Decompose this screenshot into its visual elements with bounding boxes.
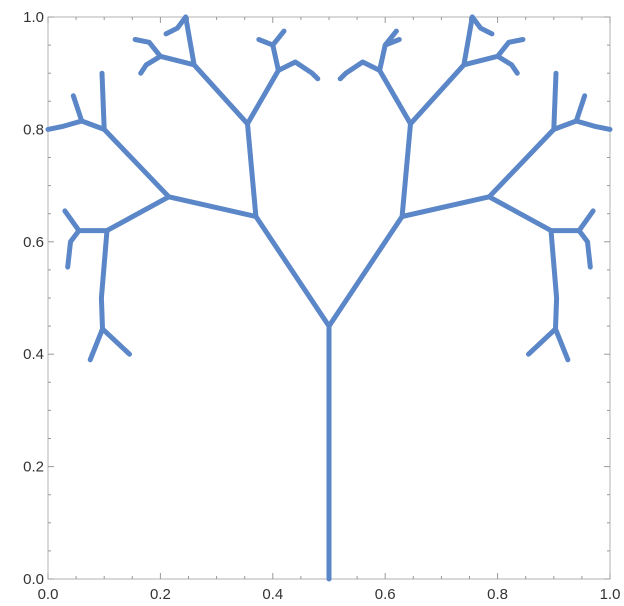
x-tick-label: 0.2 [150,586,171,603]
x-axis: 0.0 0.2 0.4 0.6 0.8 1.0 [38,17,621,603]
branch-line [65,228,110,270]
branch-line [461,53,520,76]
y-tick-label: 1.0 [23,9,44,26]
branch-line [553,326,571,363]
branch-line [275,59,321,82]
branch-line [245,37,281,127]
tree-branches [45,14,613,582]
branch-line [326,14,475,329]
branch-line [551,118,613,132]
branch-line [45,118,107,132]
branch-line [163,14,189,37]
x-tick-label: 0.4 [262,586,283,603]
x-tick-label: 0.8 [487,586,508,603]
branch-line [132,37,163,59]
branch-line [87,326,105,363]
branch-line [382,28,399,48]
y-tick-label: 0.6 [23,234,44,251]
x-tick-label: 0.6 [375,586,396,603]
y-tick-label: 0.0 [23,571,44,588]
branch-line [576,208,596,234]
branch-line [377,37,413,127]
branch-line [270,28,287,48]
branch-line [70,93,85,124]
branch-line [548,228,593,270]
branch-line [62,208,82,234]
branch-line [337,59,383,82]
y-tick-label: 0.4 [23,346,44,363]
branch-line [469,14,495,37]
branch-line [99,70,259,219]
branch-line [573,93,588,124]
branch-line [183,14,332,329]
y-tick-label: 0.2 [23,459,44,476]
x-tick-label: 1.0 [600,586,621,603]
branch-line [138,53,197,76]
x-tick-label: 0.0 [38,586,59,603]
branch-line [399,70,559,219]
y-axis: 0.0 0.2 0.4 0.6 0.8 1.0 [23,9,610,588]
branch-line [98,194,172,357]
y-tick-label: 0.8 [23,121,44,138]
branch-line [495,37,526,59]
branch-line [486,194,560,357]
